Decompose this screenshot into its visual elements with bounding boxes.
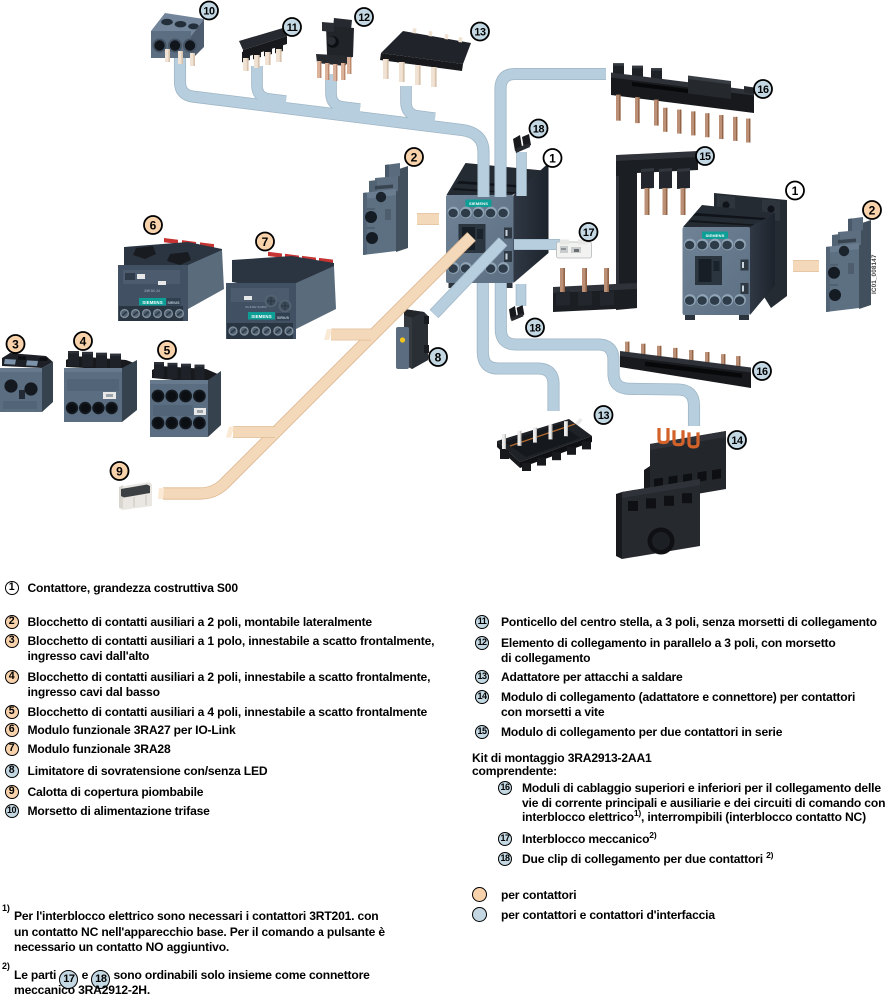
svg-text:1: 1 (792, 184, 799, 198)
svg-text:12: 12 (358, 12, 370, 24)
svg-text:IC01_008147: IC01_008147 (871, 254, 878, 294)
svg-text:14: 14 (731, 435, 743, 447)
svg-text:18: 18 (533, 123, 545, 135)
svg-text:9: 9 (116, 464, 123, 478)
svg-text:5: 5 (164, 343, 171, 357)
svg-text:1: 1 (549, 151, 556, 165)
svg-text:16: 16 (756, 366, 768, 378)
svg-text:SIRIUS: SIRIUS (277, 316, 290, 320)
svg-text:4: 4 (80, 334, 87, 348)
svg-text:SIEMENS: SIEMENS (142, 300, 162, 305)
svg-text:17: 17 (583, 227, 595, 239)
svg-text:24-240V AC/DC: 24-240V AC/DC (245, 305, 267, 309)
svg-text:16: 16 (757, 84, 769, 96)
svg-text:18: 18 (529, 322, 541, 334)
svg-text:SIEMENS: SIEMENS (469, 201, 488, 206)
svg-text:SIEMENS: SIEMENS (251, 314, 271, 319)
svg-text:7: 7 (262, 235, 269, 249)
svg-text:11: 11 (287, 22, 298, 34)
svg-text:8: 8 (435, 350, 442, 364)
svg-text:3: 3 (12, 337, 19, 351)
svg-text:6: 6 (150, 218, 157, 232)
svg-text:SIEMENS: SIEMENS (705, 233, 724, 238)
svg-text:10: 10 (203, 5, 215, 17)
svg-text:15: 15 (699, 151, 711, 163)
svg-text:2: 2 (869, 203, 876, 217)
svg-text:13: 13 (474, 26, 486, 38)
svg-text:2: 2 (411, 150, 418, 164)
svg-text:2/W DC 24: 2/W DC 24 (144, 289, 160, 293)
svg-text:13: 13 (598, 410, 610, 422)
svg-text:SIRIUS: SIRIUS (168, 301, 181, 305)
